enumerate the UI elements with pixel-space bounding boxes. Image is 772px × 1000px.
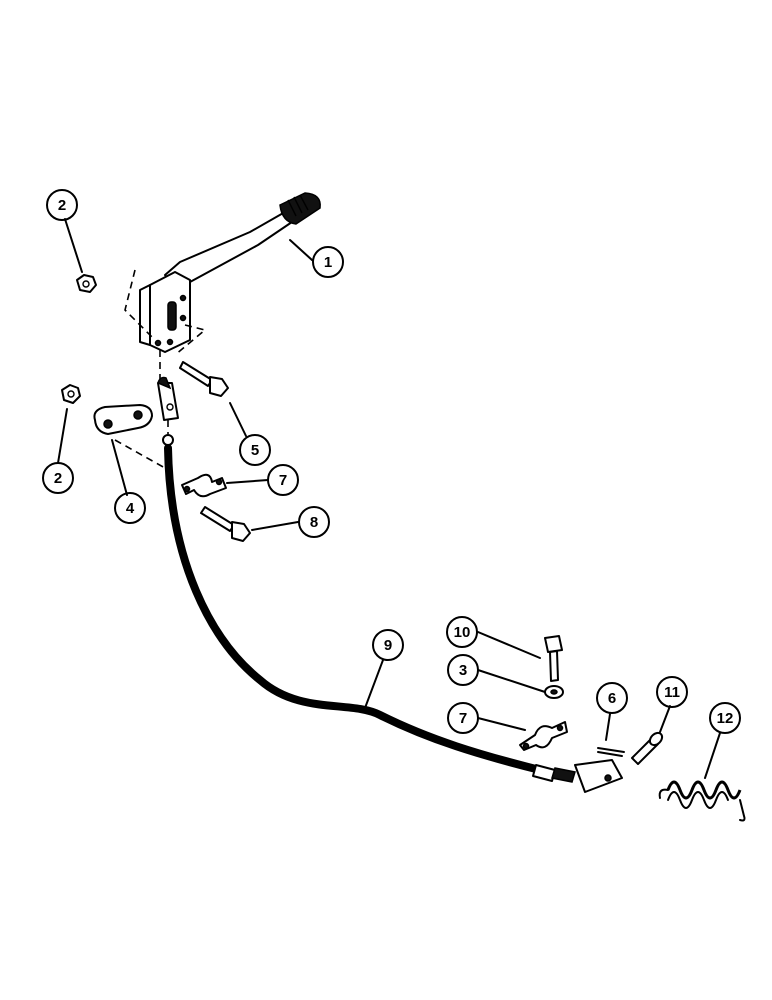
callout-8-label: 8 (310, 514, 318, 531)
callout-2-lower-label: 2 (54, 470, 62, 487)
callout-11: 11 (656, 676, 688, 708)
clevis-pin (631, 731, 664, 765)
nut-upper (76, 274, 97, 293)
callout-3-label: 3 (459, 662, 467, 679)
callout-7-lower-label: 7 (459, 710, 467, 727)
callout-12: 12 (709, 702, 741, 734)
washer (544, 685, 564, 699)
clamp-upper (181, 473, 227, 498)
callout-6-label: 6 (608, 690, 616, 707)
callout-2-lower: 2 (42, 462, 74, 494)
callout-3: 3 (447, 654, 479, 686)
link-plate (93, 404, 166, 469)
callout-7-upper-label: 7 (279, 472, 287, 489)
callout-10: 10 (446, 616, 478, 648)
callout-5: 5 (239, 434, 271, 466)
bolt-10 (544, 635, 563, 682)
callout-4: 4 (114, 492, 146, 524)
callout-2-upper-label: 2 (58, 197, 66, 214)
callout-7-upper: 7 (267, 464, 299, 496)
callout-8: 8 (298, 506, 330, 538)
clamp-lower (519, 721, 568, 751)
nut-lower (61, 384, 81, 404)
cable-end-upper (157, 376, 179, 446)
bolt-8 (200, 506, 251, 542)
callout-4-label: 4 (126, 500, 135, 517)
control-cable (164, 444, 623, 793)
callout-10-label: 10 (454, 624, 471, 641)
callout-7-lower: 7 (447, 702, 479, 734)
callout-2-upper: 2 (46, 189, 78, 221)
callout-6: 6 (596, 682, 628, 714)
callout-11-label: 11 (664, 684, 680, 701)
hand-lever (139, 192, 321, 353)
leader-lines (57, 218, 721, 779)
callout-1: 1 (312, 246, 344, 278)
callout-1-label: 1 (324, 254, 332, 271)
spring (658, 780, 746, 822)
cotter-pin (597, 747, 625, 757)
callout-5-label: 5 (251, 442, 259, 459)
callout-9: 9 (372, 629, 404, 661)
bolt-5 (179, 361, 229, 397)
callout-12-label: 12 (717, 710, 734, 727)
callout-9-label: 9 (384, 637, 392, 654)
mounting-outline (124, 269, 207, 380)
